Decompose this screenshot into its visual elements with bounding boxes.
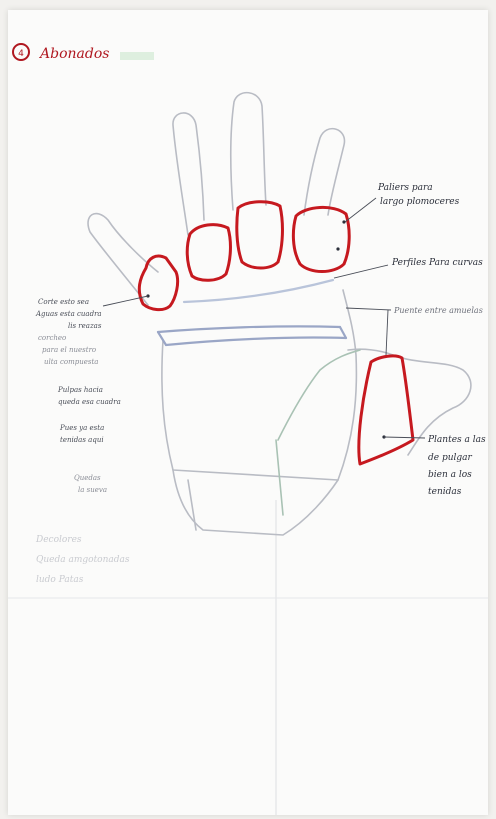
- note-left-1: Corte esto sea: [38, 298, 89, 306]
- faint-note-3: ludo Patas: [36, 575, 84, 585]
- note-left-12: la sueva: [78, 486, 107, 494]
- index-finger-pad: [293, 207, 349, 271]
- leader-lines: [103, 198, 425, 438]
- heel-line: [276, 440, 283, 515]
- note-lower-right: Puente entre amuelas: [393, 306, 483, 315]
- sheet-number: 4: [18, 49, 24, 59]
- note-thumb-line-3: bien a los: [428, 470, 472, 480]
- ring-finger-outline: [173, 113, 204, 235]
- note-left-7: Pulpas hacia: [57, 386, 103, 394]
- middle-finger-outline: [231, 93, 266, 210]
- note-left-6: ulta compuesta: [44, 358, 98, 366]
- faint-annotations: Decolores Queda amgotonadas ludo Patas: [35, 535, 130, 585]
- little-finger-outline: [88, 214, 158, 305]
- palm-crease: [278, 350, 360, 440]
- note-thumb-line-2: de pulgar: [428, 453, 473, 463]
- hand-sketch-diagram: 4 Abonados Paliers para largo plomoceres…: [8, 10, 488, 815]
- note-left-4: corcheo: [38, 334, 66, 342]
- note-middle-right: Perfiles Para curvas: [391, 258, 483, 268]
- faint-note-2: Queda amgotonadas: [36, 555, 130, 565]
- sheet-title: Abonados: [38, 46, 109, 62]
- leader-top-right: [345, 198, 376, 222]
- note-thumb-line-1: Plantes a las: [427, 435, 486, 445]
- pad-dot-2: [336, 247, 339, 250]
- leader-lower-right: [346, 308, 391, 310]
- knuckle-band-lower-line: [166, 337, 346, 345]
- red-pads: [139, 202, 413, 464]
- knuckle-band-left-end: [158, 332, 166, 345]
- faint-note-1: Decolores: [35, 535, 82, 545]
- thumb-pad: [359, 356, 413, 464]
- note-left-10: tenidas aqui: [60, 436, 104, 444]
- middle-finger-pad: [237, 202, 283, 268]
- knuckle-band-right-end: [340, 327, 346, 338]
- note-top-right-line-2: largo plomoceres: [380, 197, 460, 207]
- title-highlight: [120, 52, 154, 60]
- note-left-11: Quedas: [74, 474, 101, 482]
- note-left-3: lis reazas: [68, 322, 102, 330]
- note-thumb-line-4: tenidas: [428, 487, 462, 497]
- note-top-right-line-1: Paliers para: [377, 183, 433, 193]
- wrist-line: [188, 480, 196, 530]
- index-finger-outline: [304, 129, 344, 215]
- knuckle-band: [158, 280, 346, 345]
- note-left-8: queda esa cuadra: [58, 398, 121, 406]
- wrist-outline: [173, 470, 338, 535]
- note-left-9: Pues ya esta: [59, 424, 104, 432]
- ring-finger-pad: [187, 225, 230, 281]
- paper-sheet: 4 Abonados Paliers para largo plomoceres…: [8, 10, 488, 815]
- knuckle-row-line: [184, 280, 333, 302]
- leader-vertical-right: [386, 310, 388, 355]
- knuckle-band-upper-line: [158, 326, 340, 332]
- note-left-5: para el nuestro: [42, 346, 96, 354]
- palm-outline: [162, 290, 357, 480]
- left-annotations: Corte esto sea Aguas esta cuadra lis rea…: [35, 298, 121, 494]
- title-block: 4 Abonados: [13, 44, 154, 62]
- note-left-2: Aguas esta cuadra: [35, 310, 102, 318]
